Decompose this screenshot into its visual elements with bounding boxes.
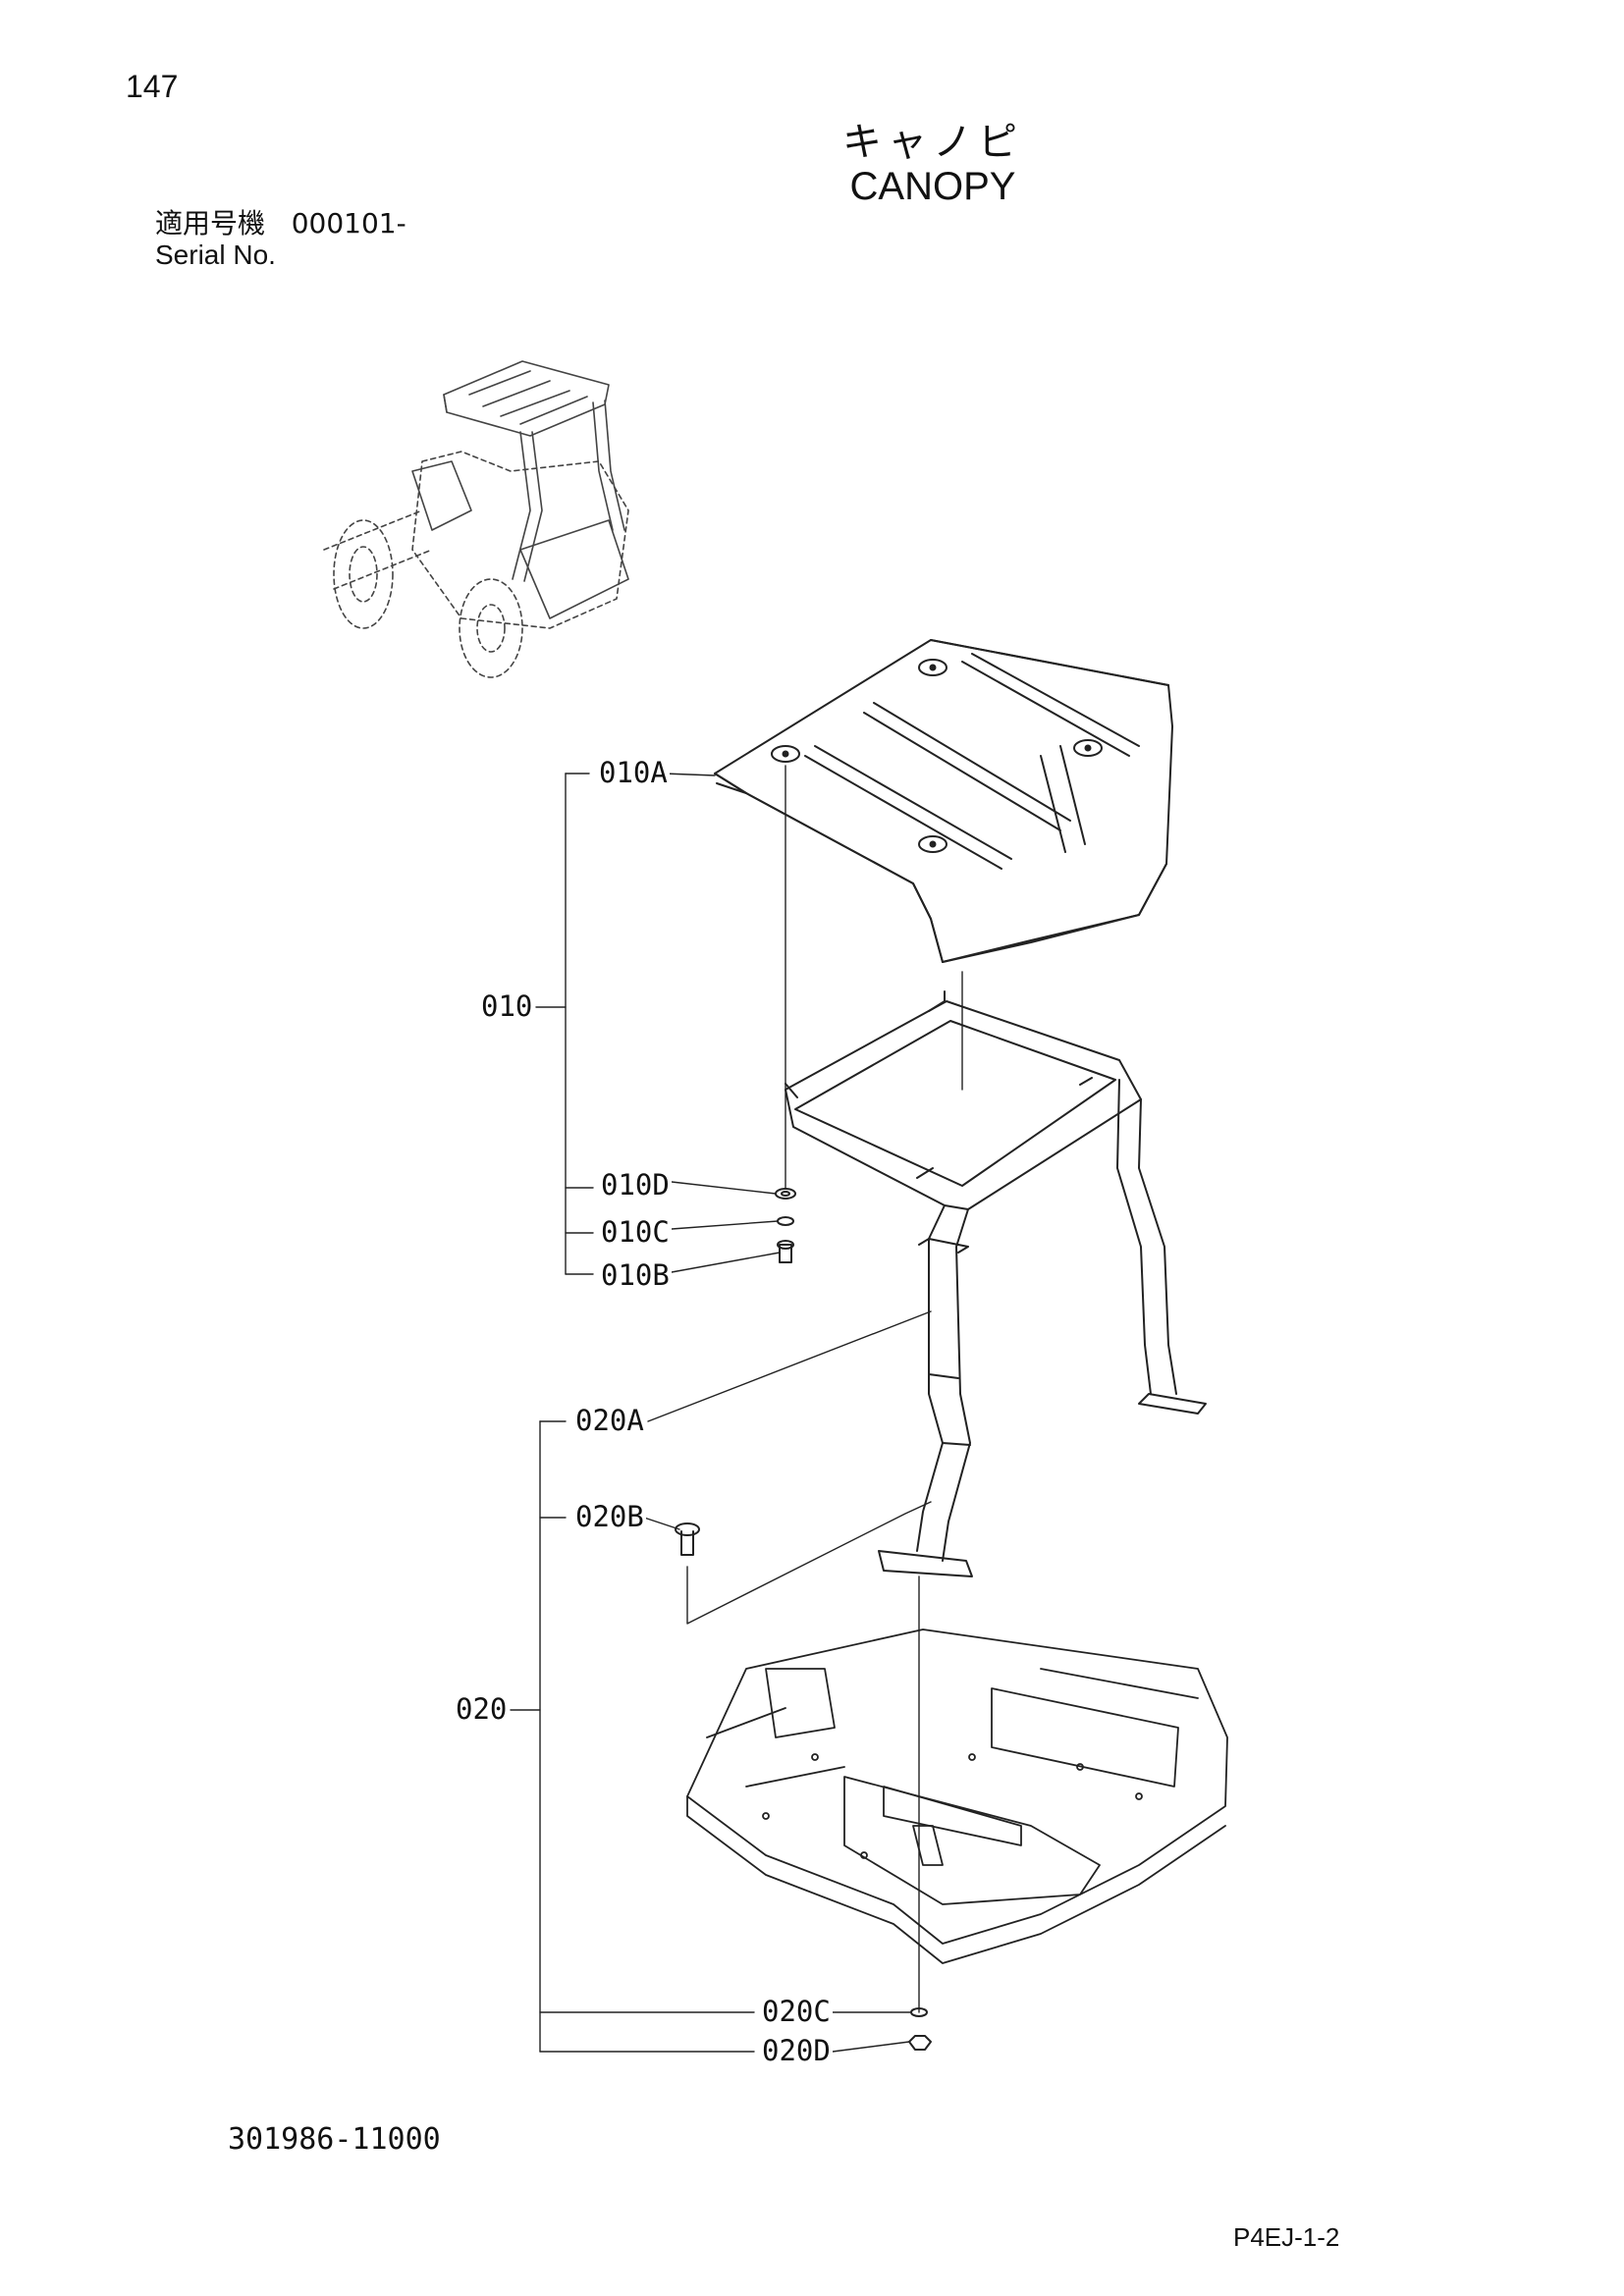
part-label-020a: 020A [573,1404,646,1437]
part-label-010d: 010D [599,1168,672,1201]
machine-overview-illustration [323,360,629,678]
part-label-010: 010 [479,989,535,1023]
canopy-frame [785,971,1207,1577]
serial-label-english: Serial No. [155,240,276,270]
machine-frame [686,1629,1228,1964]
page-title-japanese: キャノピ [842,120,1023,165]
roof-bolt-hardware [775,765,796,1263]
part-label-020c: 020C [760,1995,833,2028]
frame-bolt-020b [675,1501,932,1625]
part-label-020b: 020B [573,1500,646,1533]
part-label-020d: 020D [760,2034,833,2067]
canopy-roof-panel [714,639,1173,963]
drawing-number: 301986-11000 [228,2122,441,2157]
serial-label-japanese: 適用号機 [155,207,266,240]
page-code: P4EJ-1-2 [1233,2222,1340,2252]
frame-nut-hardware [908,2007,932,2051]
part-label-020: 020 [454,1692,510,1726]
serial-value: 000101- [291,207,406,240]
part-label-010a: 010A [597,756,670,789]
part-label-010c: 010C [599,1215,672,1249]
part-label-010b: 010B [599,1258,672,1292]
callout-leaders [510,773,932,2053]
page-title-english: CANOPY [849,165,1016,208]
serial-range: 適用号機 000101- [155,202,406,241]
page-number: 147 [126,69,179,104]
